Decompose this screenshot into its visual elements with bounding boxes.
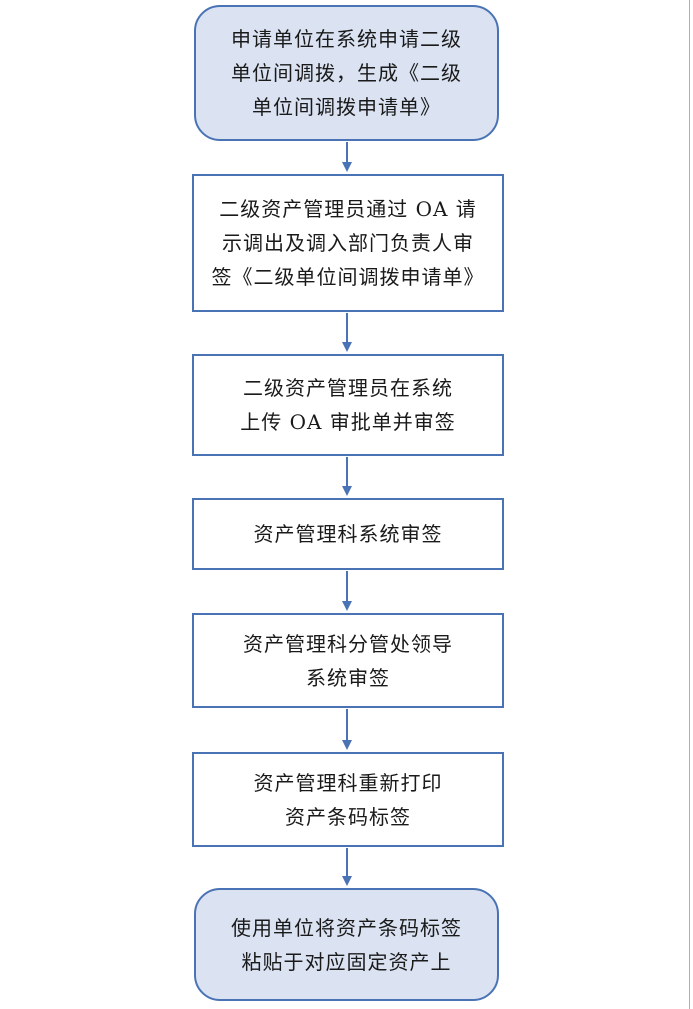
flow-step-reprint-label: 资产管理科重新打印 资产条码标签 [192,752,504,847]
flow-step-oa-approval: 二级资产管理员通过 OA 请 示调出及调入部门负责人审 签《二级单位间调拨申请单… [192,174,504,312]
flow-step-end-text: 使用单位将资产条码标签 粘贴于对应固定资产上 [231,915,462,974]
flow-step-upload-oa-text: 二级资产管理员在系统 上传 OA 审批单并审签 [240,376,456,434]
flow-step-reprint-label-text: 资产管理科重新打印 资产条码标签 [253,770,443,829]
flow-step-end: 使用单位将资产条码标签 粘贴于对应固定资产上 [194,888,499,1001]
flow-step-asset-dept-review: 资产管理科系统审签 [192,498,504,570]
flow-step-oa-approval-text: 二级资产管理员通过 OA 请 示调出及调入部门负责人审 签《二级单位间调拨申请单… [211,197,485,289]
page-edge-rule [689,0,690,1009]
flow-step-leader-review-text: 资产管理科分管处领导 系统审签 [243,631,453,690]
flow-step-leader-review: 资产管理科分管处领导 系统审签 [192,613,504,708]
flow-step-start: 申请单位在系统申请二级 单位间调拨，生成《二级 单位间调拨申请单》 [194,5,499,141]
flow-step-start-text: 申请单位在系统申请二级 单位间调拨，生成《二级 单位间调拨申请单》 [231,27,462,119]
flow-step-upload-oa: 二级资产管理员在系统 上传 OA 审批单并审签 [192,354,504,456]
flow-step-asset-dept-review-text: 资产管理科系统审签 [253,522,443,546]
